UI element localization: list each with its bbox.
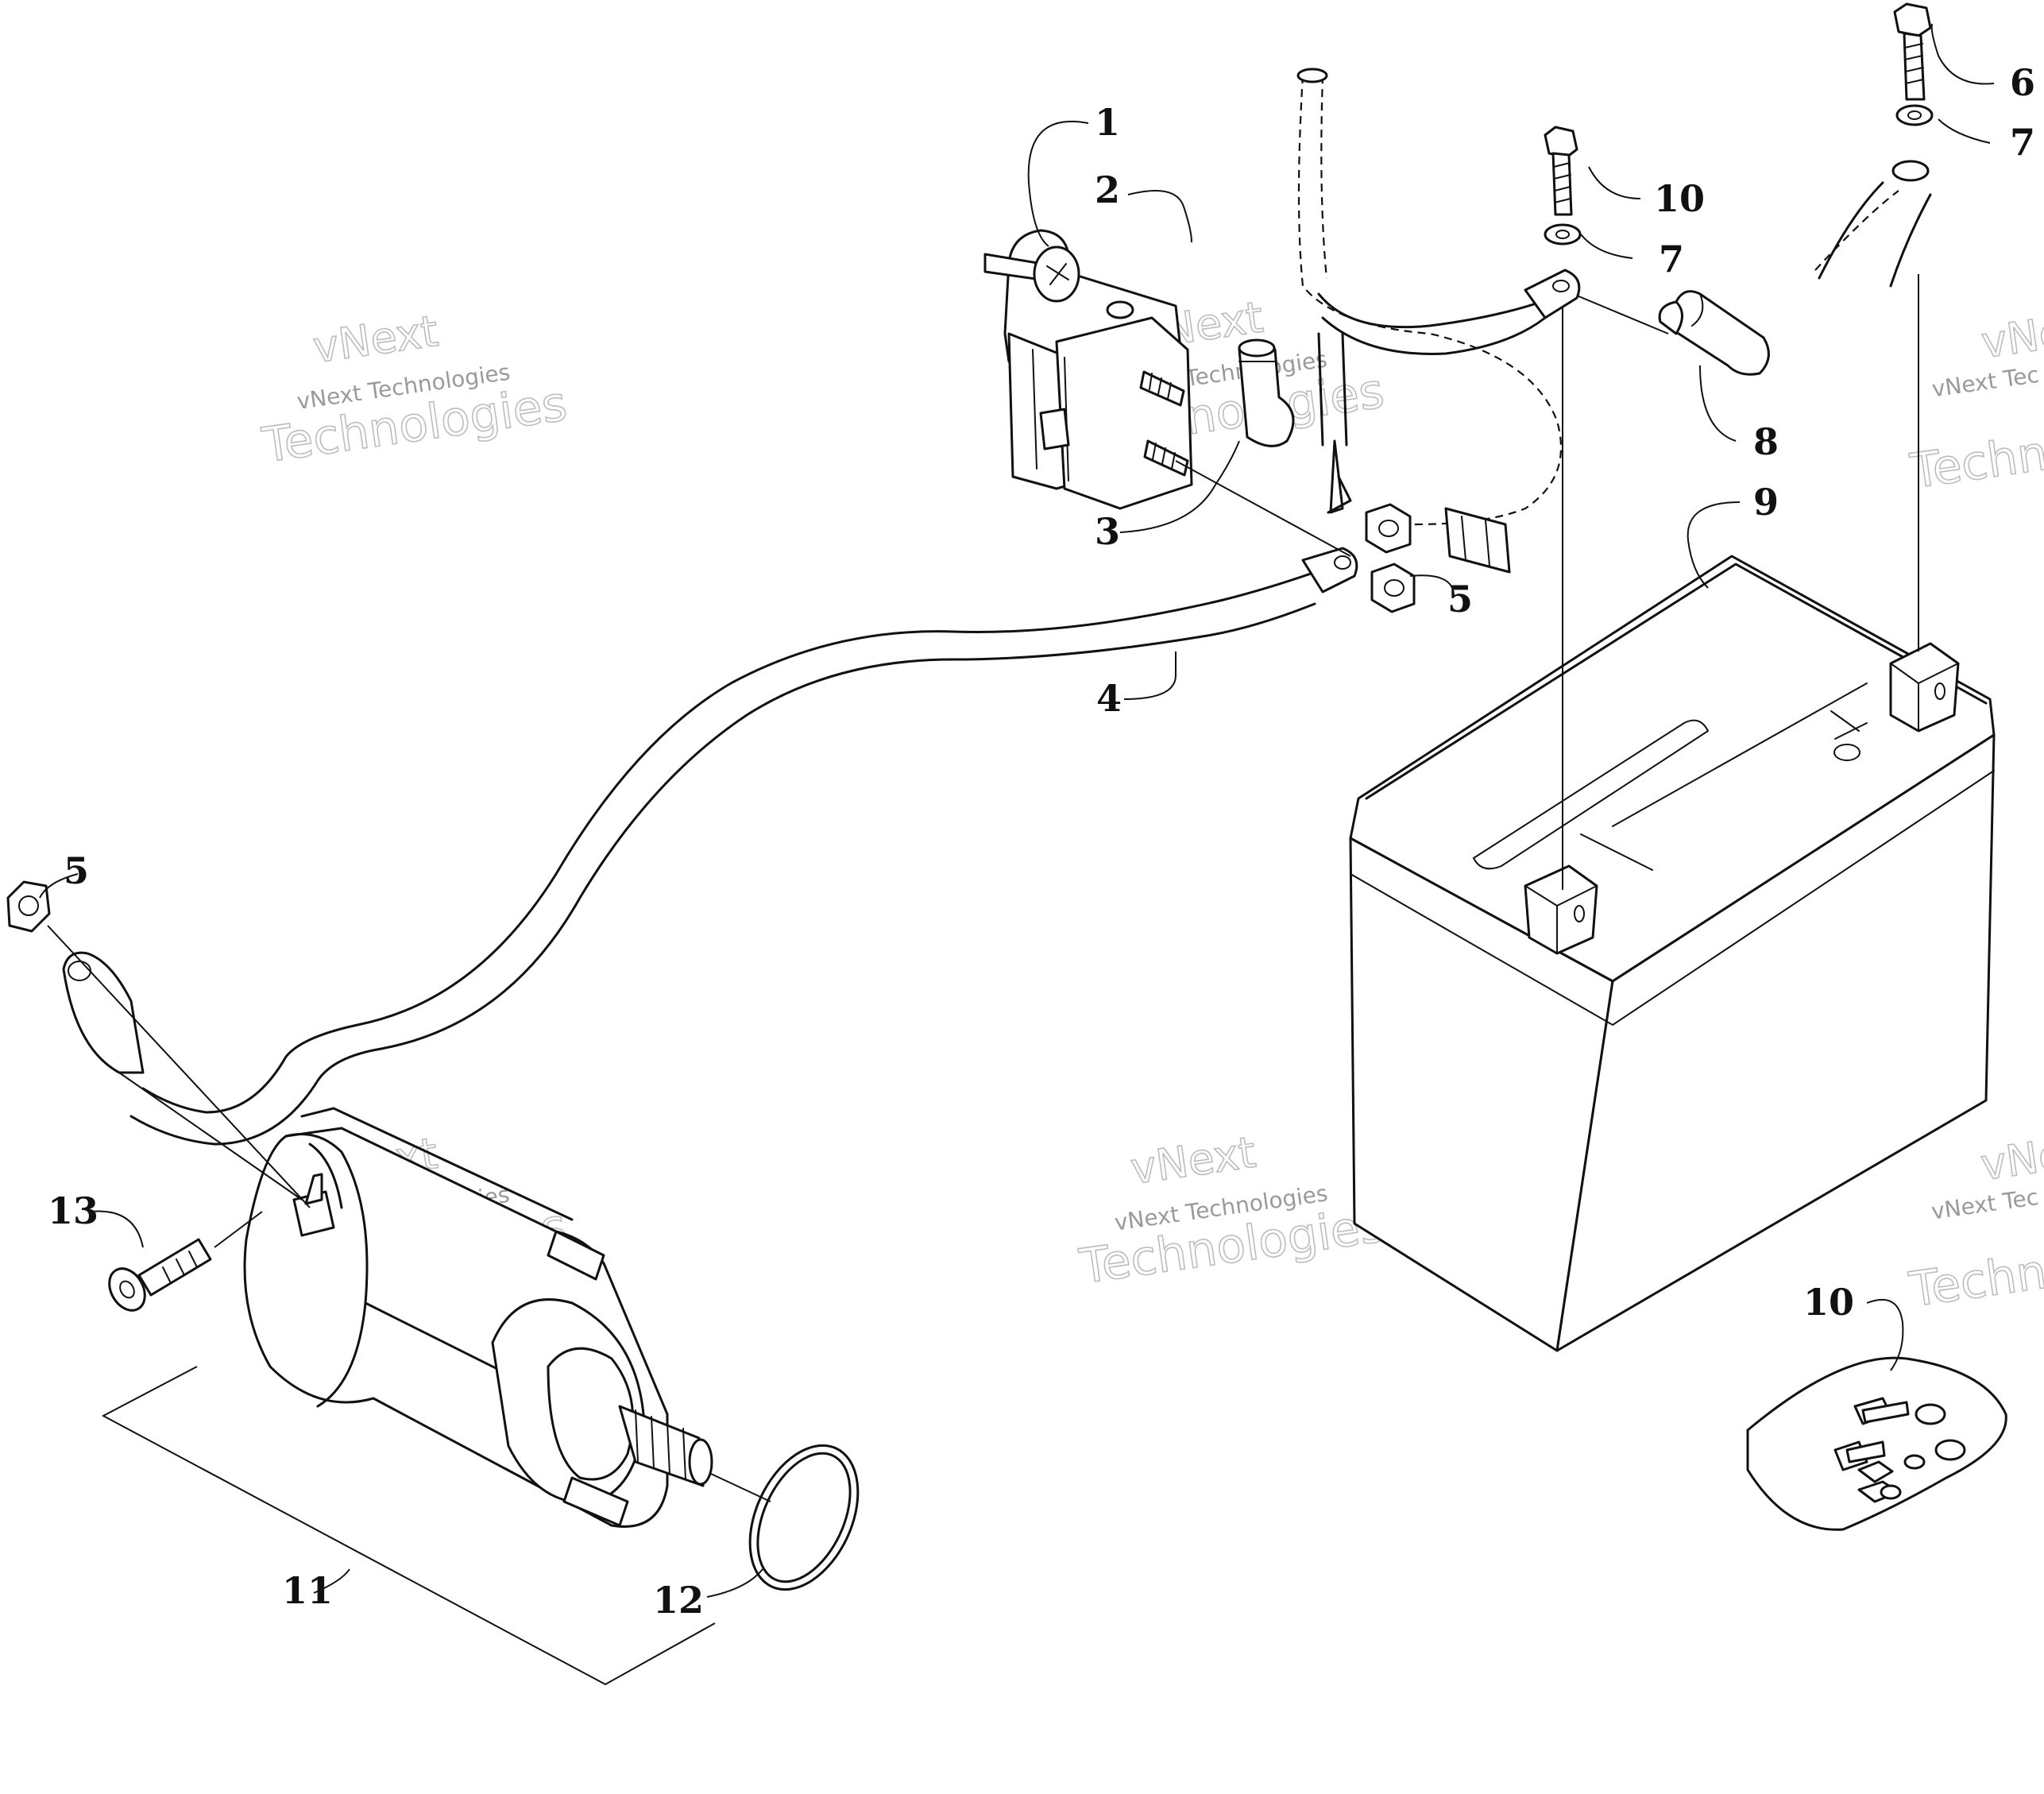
terminal-boot [1238,338,1295,447]
terminal-bolt-negative [1544,126,1578,216]
lock-washer-positive [1895,104,1934,126]
callout-10-center: 10 [1654,177,1705,220]
callout-11: 11 [282,1569,333,1612]
callout-7-center: 7 [1659,238,1684,280]
callout-1: 1 [1095,101,1120,144]
positive-lead [1814,160,1932,288]
svg-text:Techno: Techno [1906,1240,2044,1319]
starter-motor [243,1107,713,1528]
callout-4: 4 [1096,677,1122,720]
negative-lead [1317,269,1581,355]
callout-3: 3 [1095,510,1120,553]
callout-leaders [39,23,1995,1598]
callout-12: 12 [653,1579,704,1622]
svg-text:vNext: vNext [1978,301,2044,368]
watermark-mid-center: vNext vNext Technologies Technologies [1076,1127,1389,1296]
nut-left [6,880,51,933]
cover-leader [1576,295,1669,334]
watermark-top-left: vNext vNext Technologies Technologies [258,305,571,474]
battery [1349,555,1996,1352]
callout-8: 8 [1753,420,1779,463]
terminal-bolt-positive [1893,2,1932,101]
callout-7-right: 7 [2010,121,2035,164]
svg-text:vNext: vNext [1978,1123,2044,1190]
callout-5-left: 5 [64,849,89,892]
wire-harness [1296,68,1563,574]
callout-2: 2 [1095,168,1120,211]
nut-upper-a [1365,503,1412,554]
screw-13-leader [214,1211,263,1248]
callout-6: 6 [2010,61,2035,104]
solenoid-terminal-leader [1175,460,1351,557]
starter-mount-screw [108,1238,212,1312]
svg-text:vNext: vNext [310,306,441,373]
callout-10-kit: 10 [1803,1281,1854,1324]
callout-9: 9 [1753,481,1779,524]
terminal-cover [1658,290,1770,376]
watermark-mid-right: vNext vNext Tec Techno [1905,1123,2044,1319]
starter-cable [62,547,1358,1146]
callout-5-upper: 5 [1447,578,1473,621]
nut-upper-b [1370,563,1416,613]
svg-text:Techno: Techno [1907,421,2044,500]
battery-negative-line [1562,274,1919,890]
callout-13: 13 [48,1189,99,1232]
o-ring-leader [710,1473,771,1502]
svg-text:vNext: vNext [1128,1127,1259,1194]
starter-terminal-leader [47,925,311,1208]
assembly-bracket [101,1366,716,1686]
lock-washer-negative [1544,223,1582,246]
watermark-top-right: vNext vNext Tec Techno [1907,300,2044,501]
cable-starter-leader [118,1072,303,1201]
solenoid-mount-screw [983,246,1080,303]
hardware-kit [1746,1356,2007,1531]
